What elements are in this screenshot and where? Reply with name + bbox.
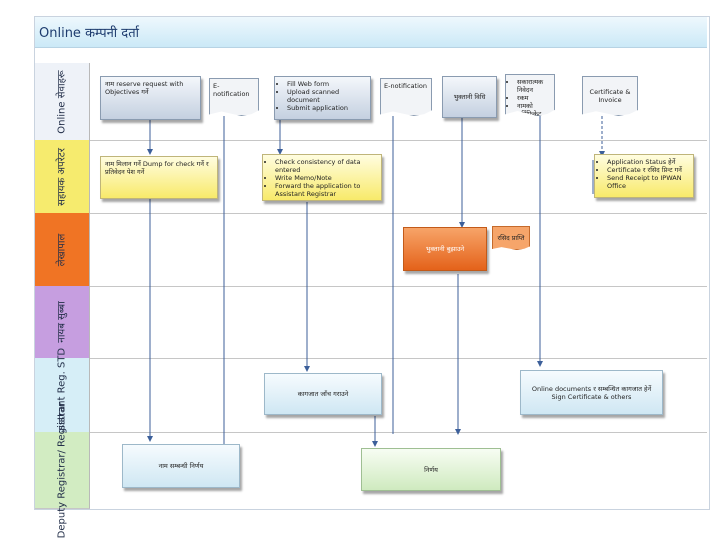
title-bar: Online कम्पनी दर्ता xyxy=(35,17,707,48)
receipt-doc: रसिद प्राप्ति xyxy=(492,226,530,250)
lane-online-services xyxy=(35,63,707,141)
certificate-status-box: Application Status हेर्ने Certificate र … xyxy=(594,154,694,198)
lane-assistant-registrar xyxy=(35,358,707,433)
fill-form-box: Fill Web form Upload scanned document Su… xyxy=(274,76,371,120)
decision-box: निर्णय xyxy=(361,448,501,491)
check-name-box: नाम मिलान गर्ने Dump for check गर्ने र प… xyxy=(100,156,218,199)
notification-doc-1: E-notification xyxy=(209,78,259,116)
payment-box: भुक्तानी बुझाउने xyxy=(403,227,487,271)
check-consistency-box: Check consistency of data entered Write … xyxy=(262,154,382,201)
page-title: Online कम्पनी दर्ता xyxy=(39,26,139,41)
name-decision-box: नाम सम्बन्धी निर्णय xyxy=(122,444,240,488)
lane-label-online: Online सेवाहरू xyxy=(35,63,90,141)
lane-accountant xyxy=(35,213,707,287)
documents-doc: सकारात्मक निवेदन रकम नामको सर्टिफिकेट xyxy=(505,74,555,116)
name-reserve-box: नाम reserve request with Objectives गर्न… xyxy=(100,76,201,120)
lane-assistant-operator xyxy=(35,140,707,214)
online-documents-box: Online documents र सम्बन्धित कागजात हेर्… xyxy=(520,370,663,415)
lane-label-assistant-registrar: Assistant Reg. STD xyxy=(35,348,90,442)
lane-label-section-officer: नायब सुब्बा xyxy=(35,286,90,359)
notification-doc-2: E-notification xyxy=(380,78,432,116)
payment-method-box: भुक्तानी विधि xyxy=(442,76,497,118)
lane-label-registrar: Deputy Registrar/ Registrar xyxy=(35,402,90,538)
verify-documents-box: कागजात जाँच गराउने xyxy=(264,373,382,415)
lane-section-officer xyxy=(35,286,707,359)
certificate-doc: Certificate & Invoice xyxy=(582,76,638,116)
